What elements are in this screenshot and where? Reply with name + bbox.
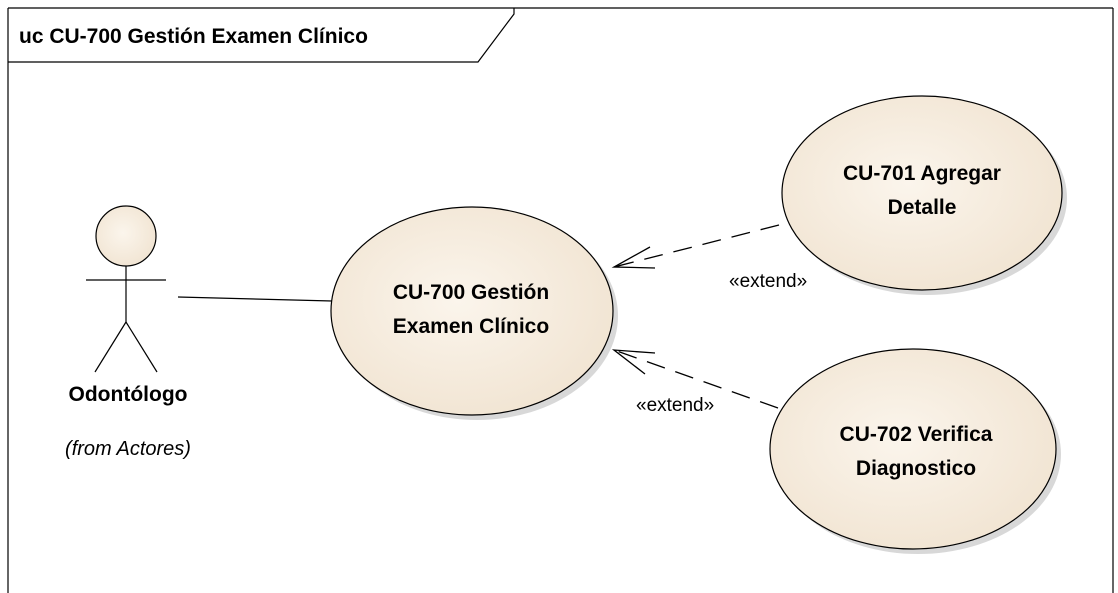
extend-relationship-top[interactable]: «extend»: [611, 224, 807, 292]
extend-dashed-line-top: [613, 224, 780, 268]
actor-origin: (from Actores): [65, 438, 191, 460]
diagram-frame: uc CU-700 Gestión Examen Clínico: [7, 7, 1114, 593]
use-case-label-line1: CU-702 Verifica: [840, 423, 993, 446]
use-case-cu-702[interactable]: CU-702 Verifica Diagnostico: [769, 348, 1061, 554]
extend-arrowhead-bottom: [611, 349, 656, 375]
actor-left-leg: [94, 321, 127, 373]
actor-name: Odontólogo: [69, 383, 188, 406]
use-case-ellipse: [769, 348, 1057, 550]
extend-arrowhead-top: [611, 246, 656, 269]
extend-relationship-bottom[interactable]: «extend»: [611, 349, 779, 416]
actor-odontologo[interactable]: Odontólogo (from Actores): [65, 205, 191, 460]
use-case-label-line2: Diagnostico: [856, 457, 976, 480]
use-case-cu-701[interactable]: CU-701 Agregar Detalle: [781, 95, 1067, 295]
association-line: [177, 296, 333, 302]
use-case-ellipse: [781, 95, 1063, 291]
use-case-label-line2: Examen Clínico: [393, 315, 549, 338]
use-case-cu-700[interactable]: CU-700 Gestión Examen Clínico: [330, 206, 618, 420]
extend-label-bottom: «extend»: [636, 395, 714, 416]
use-case-label-line1: CU-701 Agregar: [843, 162, 1001, 185]
use-case-label-line2: Detalle: [888, 196, 957, 219]
extend-label-top: «extend»: [729, 271, 807, 292]
actor-head: [95, 205, 157, 267]
actor-right-leg: [125, 321, 158, 373]
frame-title: uc CU-700 Gestión Examen Clínico: [19, 25, 368, 48]
use-case-label-line1: CU-700 Gestión: [393, 281, 549, 304]
use-case-ellipse: [330, 206, 614, 416]
